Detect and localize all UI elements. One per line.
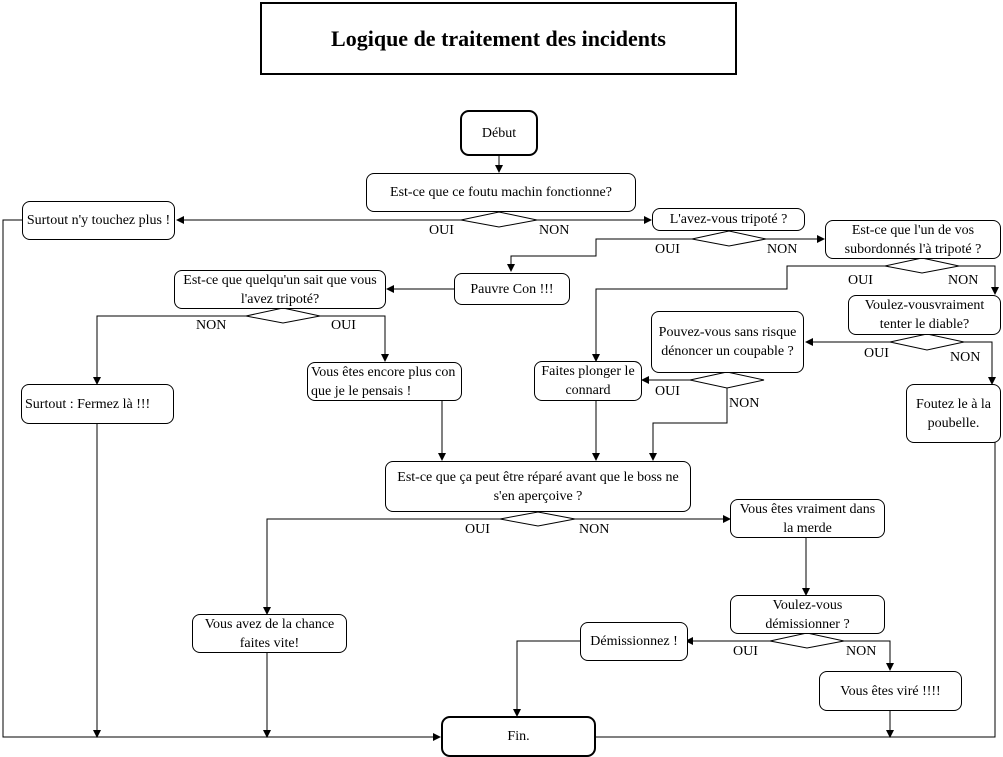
- node-resign-question-text: Voulez-vous démissionner ?: [765, 597, 850, 632]
- label-denounce-oui: OUI: [655, 384, 680, 399]
- node-dumber: Vous êtes encore plus con que je le pens…: [307, 362, 462, 401]
- label-subordinate-non: NON: [948, 273, 979, 288]
- label-tampered-oui: OUI: [655, 242, 680, 257]
- node-tampered: L'avez-vous tripoté ?: [652, 208, 805, 231]
- diagram-title: Logique de traitement des incidents: [331, 25, 666, 51]
- node-tempt-devil-text: Voulez-vousvraiment tenter le diable?: [864, 298, 985, 332]
- node-trash-text: Foutez le à la poubelle.: [915, 396, 992, 431]
- connector-repairable-oui: [263, 518, 500, 615]
- node-start: Début: [460, 110, 538, 156]
- connector-resign-end: [513, 640, 581, 717]
- connector-donttouch-end: [2, 219, 441, 741]
- node-someone-knows-text: Est-ce que quelqu'un sait que vous l'ave…: [183, 272, 377, 307]
- connector-knows-non: [93, 315, 246, 385]
- node-denounce: Pouvez-vous sans risque dénoncer un coup…: [651, 311, 804, 373]
- node-end-text: Fin.: [507, 729, 530, 744]
- label-works-non: NON: [539, 223, 570, 238]
- connector-subordinate-non: [959, 265, 999, 295]
- connector-devil-non: [964, 341, 996, 385]
- node-denounce-text: Pouvez-vous sans risque dénoncer un coup…: [658, 325, 797, 359]
- decision-diamond: [884, 257, 960, 274]
- node-shut-up: Surtout : Fermez là !!!: [21, 384, 174, 424]
- node-dont-touch-text: Surtout n'y touchez plus !: [26, 213, 171, 228]
- label-repairable-oui: OUI: [465, 522, 490, 537]
- node-tampered-text: L'avez-vous tripoté ?: [669, 212, 788, 227]
- node-resign: Démissionnez !: [580, 622, 688, 661]
- decision-diamond: [499, 511, 576, 527]
- label-resignq-oui: OUI: [733, 644, 758, 659]
- node-start-text: Début: [481, 125, 517, 141]
- node-trash: Foutez le à la poubelle.: [906, 384, 1001, 443]
- node-poor-fool: Pauvre Con !!!: [454, 273, 570, 305]
- label-devil-non: NON: [950, 350, 981, 365]
- node-lucky: Vous avez de la chance faites vite!: [192, 614, 347, 653]
- label-knows-oui: OUI: [331, 318, 356, 333]
- node-blame: Faites plonger le connard: [534, 361, 642, 401]
- label-repairable-non: NON: [579, 522, 610, 537]
- node-fired: Vous êtes viré !!!!: [819, 671, 962, 711]
- connector-tampered-oui: [507, 238, 692, 272]
- node-tempt-devil: Voulez-vousvraiment tenter le diable?: [848, 295, 1001, 335]
- decision-diamond: [689, 371, 765, 389]
- node-dont-touch: Surtout n'y touchez plus !: [22, 201, 175, 240]
- node-lucky-text: Vous avez de la chance faites vite!: [204, 616, 335, 651]
- node-dumber-text: Vous êtes encore plus con que je le pens…: [311, 364, 456, 399]
- node-blame-text: Faites plonger le connard: [541, 364, 635, 398]
- node-resign-text: Démissionnez !: [590, 634, 678, 649]
- decision-diamond: [245, 307, 321, 324]
- node-repairable-text: Est-ce que ça peut être réparé avant que…: [397, 469, 679, 504]
- connector-trash-end: [560, 442, 996, 741]
- decision-diamond: [889, 333, 965, 351]
- connector-denounce-non: [649, 388, 728, 461]
- label-devil-oui: OUI: [864, 346, 889, 361]
- diagram-title-box: Logique de traitement des incidents: [260, 2, 737, 75]
- node-fired-text: Vous êtes viré !!!!: [840, 683, 941, 699]
- node-someone-knows: Est-ce que quelqu'un sait que vous l'ave…: [174, 270, 386, 309]
- connector-subordinate-oui: [592, 265, 885, 362]
- node-in-trouble: Vous êtes vraiment dans la merde: [730, 499, 885, 538]
- node-poor-fool-text: Pauvre Con !!!: [470, 281, 554, 297]
- decision-diamond: [460, 211, 538, 228]
- label-works-oui: OUI: [429, 223, 454, 238]
- node-works: Est-ce que ce foutu machin fonctionne?: [366, 173, 636, 212]
- label-resignq-non: NON: [846, 644, 877, 659]
- label-knows-non: NON: [196, 318, 227, 333]
- connector-resignq-non: [844, 640, 894, 671]
- label-subordinate-oui: OUI: [848, 273, 873, 288]
- decision-diamond: [691, 230, 767, 247]
- label-tampered-non: NON: [767, 242, 798, 257]
- connector-knows-oui: [320, 315, 389, 362]
- node-resign-question: Voulez-vous démissionner ?: [730, 595, 885, 634]
- node-works-text: Est-ce que ce foutu machin fonctionne?: [390, 185, 612, 200]
- node-shut-up-text: Surtout : Fermez là !!!: [25, 396, 151, 412]
- node-subordinate: Est-ce que l'un de vos subordonnés l'à t…: [825, 220, 1001, 259]
- node-repairable: Est-ce que ça peut être réparé avant que…: [385, 461, 691, 512]
- node-subordinate-text: Est-ce que l'un de vos subordonnés l'à t…: [844, 222, 982, 257]
- label-denounce-non: NON: [729, 396, 760, 411]
- node-end: Fin.: [441, 716, 596, 757]
- decision-diamond: [769, 632, 845, 649]
- node-in-trouble-text: Vous êtes vraiment dans la merde: [739, 501, 876, 536]
